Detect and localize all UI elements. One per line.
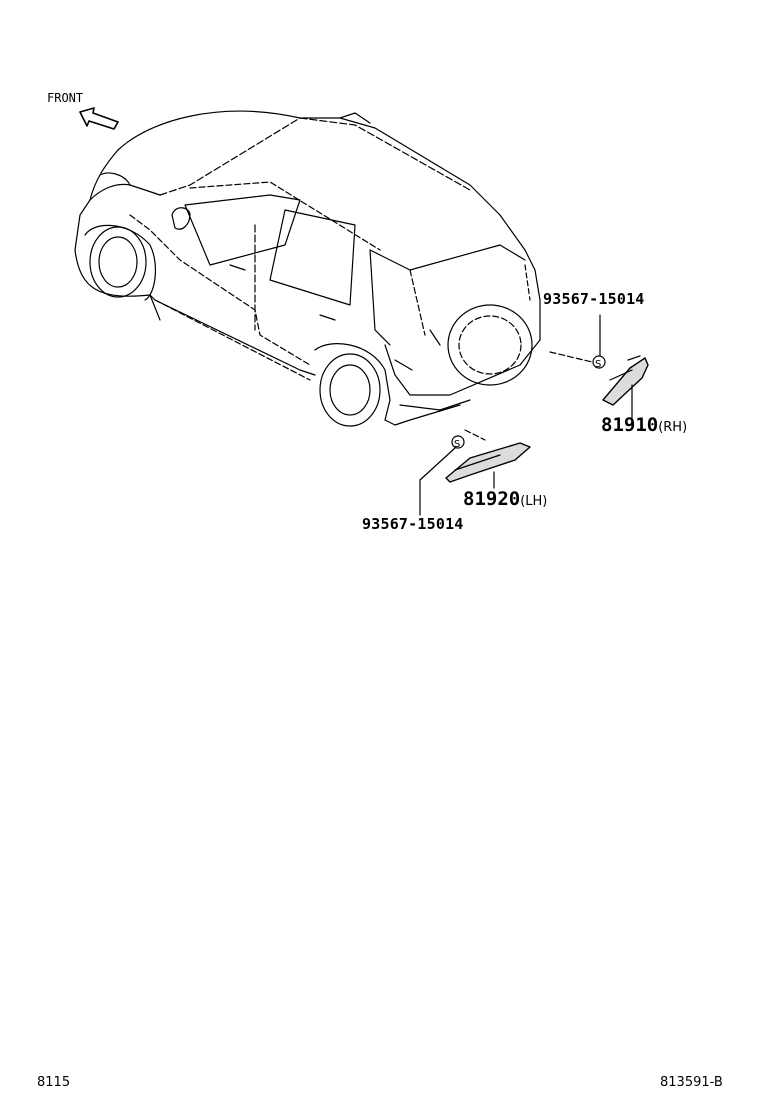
screw-lh-icon: S — [451, 435, 465, 450]
leader-dash-lh — [464, 429, 486, 441]
callout-reflector-lh: 81920(LH) — [463, 488, 547, 510]
reflector-rh-icon — [602, 355, 649, 406]
front-arrow-icon — [79, 107, 119, 130]
footer-figure-id: 813591-B — [660, 1075, 723, 1090]
vehicle-outline — [74, 110, 541, 427]
side-label-lh: (LH) — [520, 494, 548, 509]
part-number-reflector-lh: 81920 — [463, 488, 521, 510]
leader-screw-lh-diag — [419, 447, 456, 481]
part-number-reflector-rh: 81910 — [601, 414, 659, 436]
screw-rh-icon: S — [592, 355, 606, 370]
part-number-screw-lh: 93567-15014 — [362, 515, 464, 533]
svg-text:S: S — [595, 359, 601, 370]
footer-page-code: 8115 — [37, 1075, 71, 1090]
front-label: FRONT — [47, 91, 84, 105]
part-number-screw-rh: 93567-15014 — [543, 290, 645, 308]
reflector-lh-icon — [445, 442, 531, 483]
callout-reflector-rh: 81910(RH) — [601, 414, 687, 436]
svg-text:S: S — [454, 439, 460, 450]
side-label-rh: (RH) — [658, 420, 688, 435]
leader-dash-rh — [549, 351, 593, 363]
